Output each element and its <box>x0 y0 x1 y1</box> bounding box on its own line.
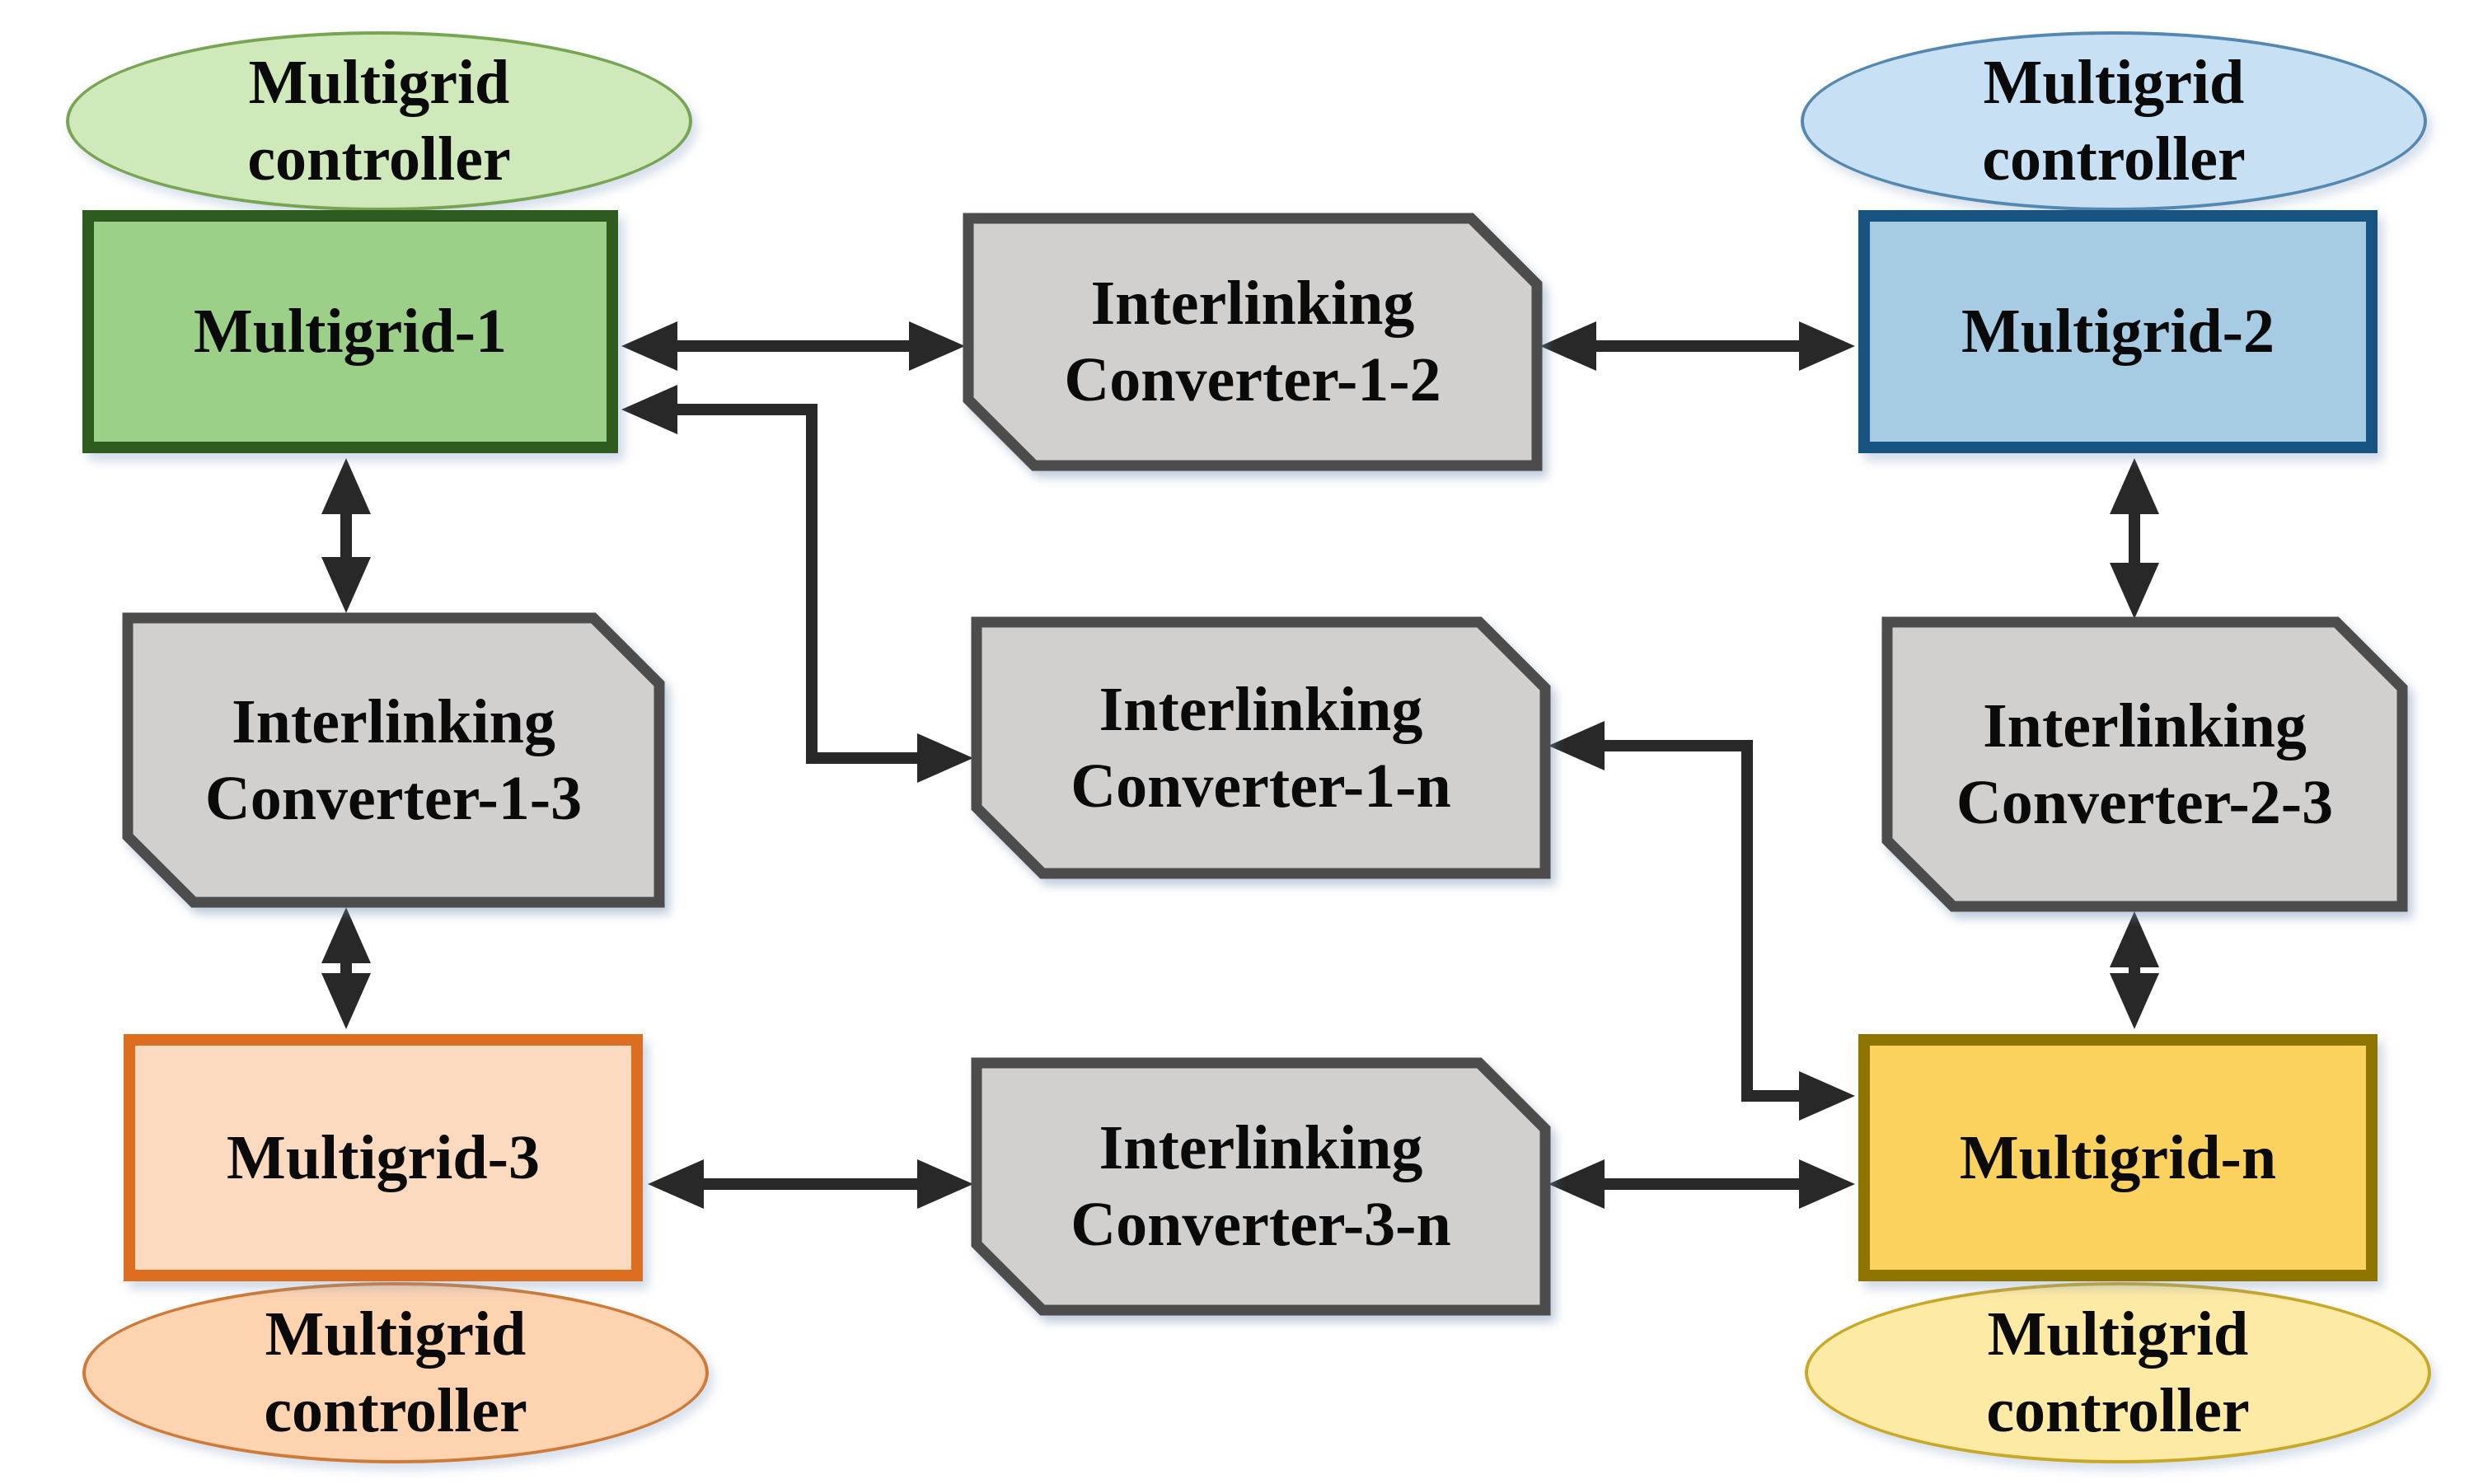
converter-3-n-shape <box>971 1057 1551 1316</box>
converter-1-n-label: Interlinking Converter-1-n <box>1071 674 1451 821</box>
controller-3-ellipse: Multigrid controller <box>82 1282 709 1463</box>
arrow-multigrid1-converter13 <box>321 458 371 613</box>
multigrid-2-box: Multigrid-2 <box>1858 210 2378 453</box>
converter-2-3: Interlinking Converter-2-3 <box>1881 616 2408 912</box>
multigrid-3-label: Multigrid-3 <box>227 1122 540 1192</box>
controller-n-ellipse: Multigrid controller <box>1805 1282 2431 1463</box>
converter-1-2-label: Interlinking Converter-1-2 <box>1064 269 1441 414</box>
multigrid-2-label: Multigrid-2 <box>1961 297 2275 367</box>
arrow-converter13-multigrid3 <box>321 907 371 1029</box>
converter-2-3-label: Interlinking Converter-2-3 <box>1956 691 2334 837</box>
multigrid-1-box: Multigrid-1 <box>82 210 618 453</box>
converter-3-n-label: Interlinking Converter-3-n <box>1071 1113 1451 1259</box>
multigrid-3-box: Multigrid-3 <box>124 1034 643 1281</box>
controller-3-label: Multigrid controller <box>264 1299 527 1445</box>
arrow-converter23-multigridn <box>2110 911 2159 1029</box>
controller-1-label: Multigrid controller <box>247 48 511 194</box>
converter-1-n: Interlinking Converter-1-n <box>971 616 1551 879</box>
converter-1-n-shape <box>971 616 1551 879</box>
multigrid-n-label: Multigrid-n <box>1959 1122 2277 1192</box>
controller-2-ellipse: Multigrid controller <box>1801 31 2427 211</box>
arrow-multigrid2-converter23 <box>2110 458 2159 619</box>
multigrid-1-label: Multigrid-1 <box>194 297 507 367</box>
converter-1-2: Interlinking Converter-1-2 <box>963 213 1543 471</box>
controller-1-ellipse: Multigrid controller <box>66 31 692 211</box>
arrow-converter12-multigrid2 <box>1540 321 1855 371</box>
converter-3-n: Interlinking Converter-3-n <box>971 1057 1551 1316</box>
controller-2-label: Multigrid controller <box>1982 48 2246 194</box>
arrow-converter3n-multigridn <box>1548 1159 1855 1209</box>
converter-1-3-label: Interlinking Converter-1-3 <box>204 686 583 833</box>
arrow-converter1n-multigridn <box>1548 721 1855 1121</box>
controller-n-label: Multigrid controller <box>1986 1299 2250 1445</box>
converter-1-3: Interlinking Converter-1-3 <box>122 612 665 908</box>
arrow-multigrid3-converter3n <box>648 1159 973 1209</box>
converter-1-3-shape <box>122 612 665 908</box>
arrow-multigrid1-converter12 <box>621 321 965 371</box>
arrows-group <box>321 321 2159 1209</box>
converter-2-3-shape <box>1881 616 2408 912</box>
multigrid-n-box: Multigrid-n <box>1858 1034 2378 1281</box>
converter-1-2-shape <box>963 213 1543 471</box>
arrow-multigrid1-converter1n <box>621 385 973 783</box>
